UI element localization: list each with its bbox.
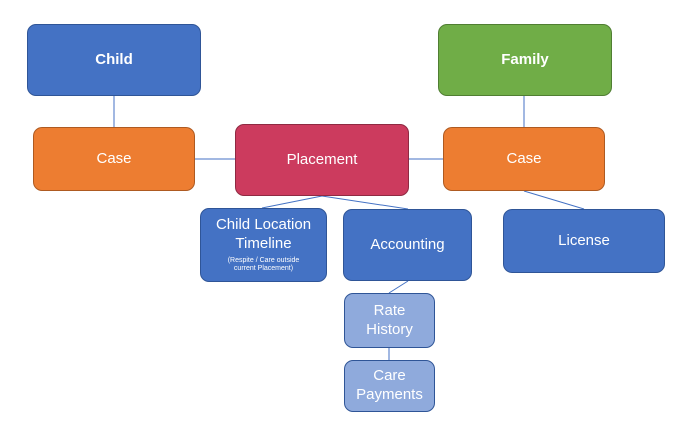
node-child-location-note-line2: current Placement) [233,265,294,273]
node-rate-history-line1: Rate [373,301,406,319]
connector-accounting-rate [388,280,409,294]
connector-case-license [523,190,585,210]
node-family: Family [438,24,612,96]
node-accounting: Accounting [343,209,472,281]
connector-placement-childloc [261,195,323,209]
node-care-payments-line2: Payments [356,386,423,403]
node-child: Child [27,24,201,96]
node-child-label: Child [95,50,133,68]
node-license: License [503,209,665,273]
node-child-location-line2: Timeline [235,235,292,253]
node-rate-history: Rate History [344,293,435,348]
node-child-location-timeline: Child Location Timeline (Respite / Care … [200,208,327,282]
node-care-payments: Care Payments [344,360,435,412]
node-case-child-label: Case [96,149,132,167]
node-care-payments-line1: Care [373,367,406,385]
node-family-label: Family [501,50,549,68]
node-child-location-note: (Respite / Care outside current Placemen… [228,257,300,274]
node-placement: Placement [235,124,409,196]
node-child-location-note-line1: (Respite / Care outside [227,256,300,264]
node-case-child: Case [33,127,195,191]
node-placement-label: Placement [286,150,358,168]
node-case-family-label: Case [506,149,542,167]
node-rate-history-line2: History [366,320,413,338]
node-license-label: License [558,231,610,249]
node-accounting-label: Accounting [370,235,445,253]
node-child-location-line1: Child Location [215,216,312,234]
node-case-family: Case [443,127,605,191]
connector-placement-accounting [321,195,409,210]
